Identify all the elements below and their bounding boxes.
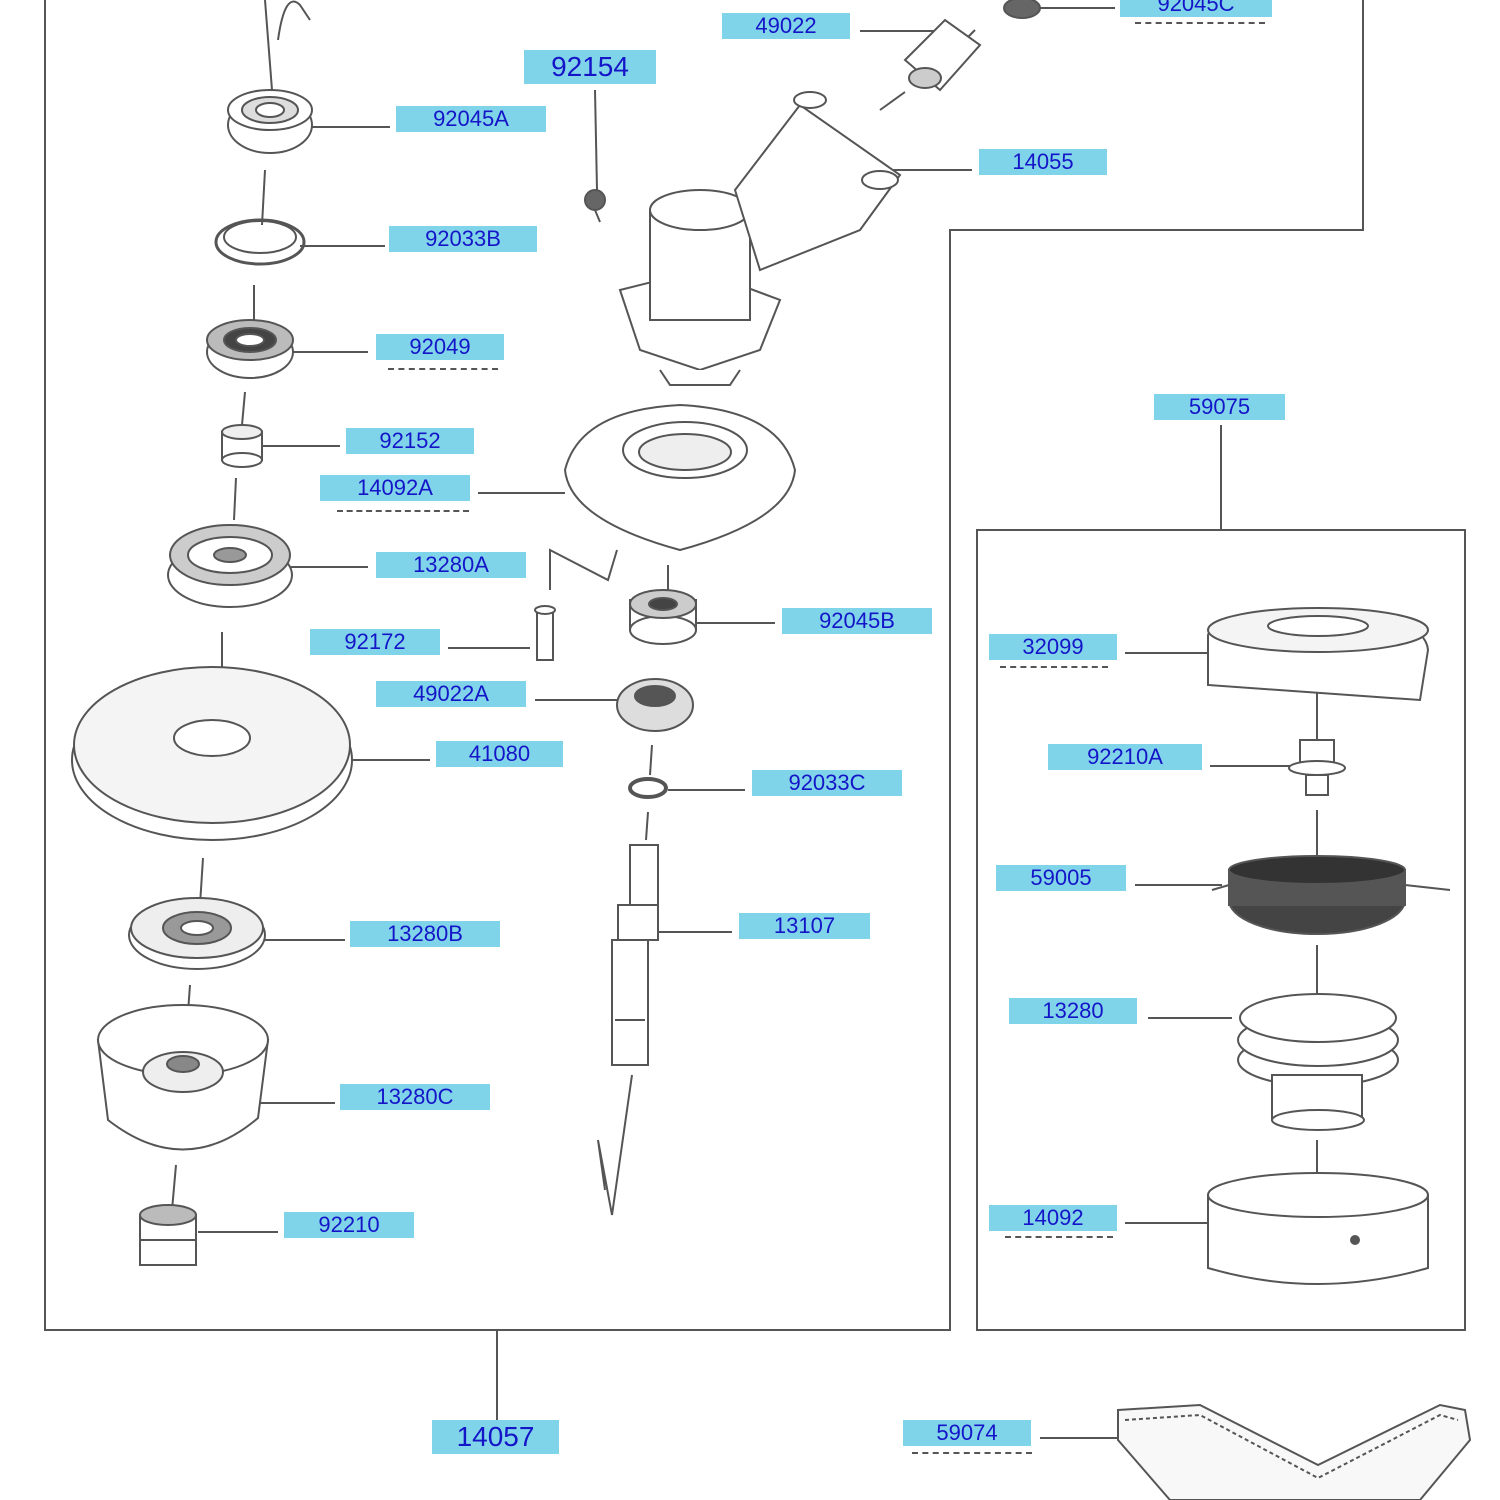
part-92033C-ring — [628, 777, 668, 799]
part-label-14092A[interactable]: 14092A — [320, 475, 470, 501]
part-13280C-cup — [96, 1004, 270, 1151]
part-label-92152[interactable]: 92152 — [346, 428, 474, 454]
part-59074-blade — [1117, 1403, 1472, 1500]
part-92152-collar — [221, 424, 263, 468]
part-label-92033C[interactable]: 92033C — [752, 770, 902, 796]
part-32099-cover — [1207, 607, 1430, 702]
part-13280-reel — [1237, 993, 1399, 1131]
part-label-14055[interactable]: 14055 — [979, 149, 1107, 175]
part-label-92045C[interactable]: 92045C — [1120, 0, 1272, 17]
part-13107-shaft — [611, 844, 659, 1066]
part-92172-bolt — [534, 605, 556, 661]
part-49022A-nut — [616, 678, 694, 732]
part-41080-plate — [71, 666, 353, 841]
dashed-underline — [337, 510, 469, 512]
part-14055-gearcase — [618, 91, 902, 386]
dashed-underline — [388, 368, 498, 370]
dashed-underline — [1005, 1236, 1113, 1238]
part-label-59005[interactable]: 59005 — [996, 865, 1126, 891]
part-label-13280[interactable]: 13280 — [1009, 998, 1137, 1024]
part-label-13280A[interactable]: 13280A — [376, 552, 526, 578]
part-92049-seal — [206, 319, 294, 379]
part-label-59074[interactable]: 59074 — [903, 1420, 1031, 1446]
part-92033B-circlip — [214, 218, 306, 266]
part-label-92210A[interactable]: 92210A — [1048, 744, 1202, 770]
part-label-92049[interactable]: 92049 — [376, 334, 504, 360]
part-label-13280C[interactable]: 13280C — [340, 1084, 490, 1110]
part-label-59075[interactable]: 59075 — [1154, 394, 1285, 420]
part-label-32099[interactable]: 32099 — [989, 634, 1117, 660]
part-59005-spool — [1211, 855, 1451, 935]
part-label-92033B[interactable]: 92033B — [389, 226, 537, 252]
part-label-92045B[interactable]: 92045B — [782, 608, 932, 634]
part-92045B-bearing — [629, 589, 697, 645]
assembly-14057-frame — [44, 0, 1364, 1331]
part-label-49022[interactable]: 49022 — [722, 13, 850, 39]
part-14092-case — [1207, 1172, 1429, 1285]
part-label-14057[interactable]: 14057 — [432, 1420, 559, 1454]
dashed-underline — [912, 1452, 1032, 1454]
part-92210A-bolt — [1288, 739, 1346, 796]
part-13280B-washer — [128, 897, 266, 970]
dashed-underline — [1135, 22, 1265, 24]
part-label-13107[interactable]: 13107 — [739, 913, 870, 939]
part-label-92210[interactable]: 92210 — [284, 1212, 414, 1238]
part-label-92045A[interactable]: 92045A — [396, 106, 546, 132]
part-label-49022A[interactable]: 49022A — [376, 681, 526, 707]
part-label-92154[interactable]: 92154 — [524, 50, 656, 84]
dashed-underline — [1000, 666, 1108, 668]
part-label-14092[interactable]: 14092 — [989, 1205, 1117, 1231]
part-92154-screw — [584, 189, 606, 223]
part-92045C-bearing — [1003, 0, 1041, 19]
part-13280A-holder — [167, 524, 293, 608]
part-92045A-bearing — [227, 89, 313, 154]
part-label-92172[interactable]: 92172 — [310, 629, 440, 655]
part-label-13280B[interactable]: 13280B — [350, 921, 500, 947]
part-92210-nut — [139, 1204, 197, 1266]
part-14092A-cover — [563, 403, 797, 552]
part-49022-sleeve — [903, 18, 982, 92]
part-label-41080[interactable]: 41080 — [436, 741, 563, 767]
